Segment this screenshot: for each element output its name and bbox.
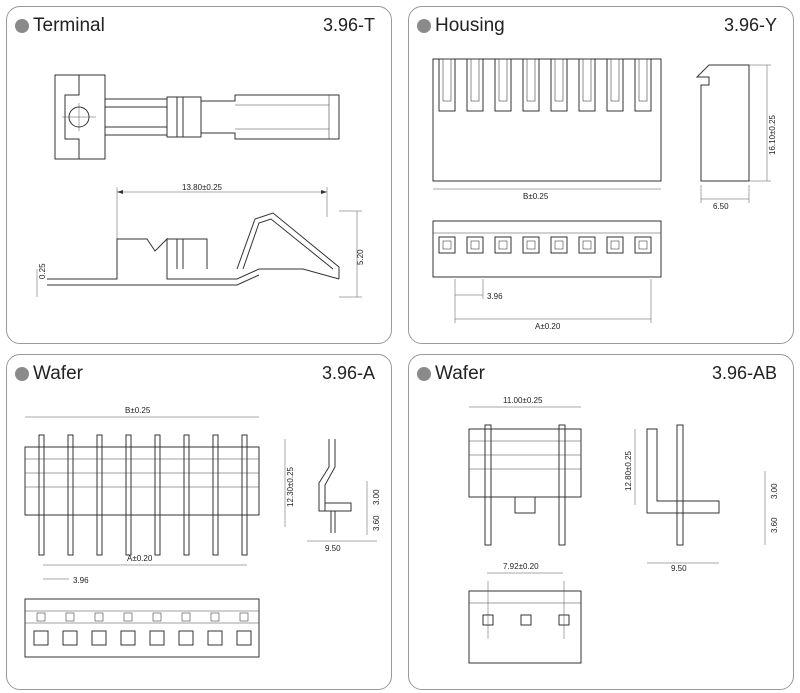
- wafer-a-h2-label: 3.60: [372, 515, 381, 531]
- wafer-a-pin: [241, 434, 248, 556]
- housing-height-label: 16.10±0.25: [768, 114, 777, 155]
- wafer-a-a-label: A±0.20: [127, 554, 153, 563]
- terminal-thickness-label: 0.25: [38, 263, 47, 279]
- wafer-ab-front-view: [468, 424, 582, 546]
- wafer-a-cell: [236, 630, 252, 646]
- terminal-panel: Terminal 3.96-T: [6, 6, 392, 344]
- terminal-side-view: 13.80±0.25 5.20 0.25: [36, 183, 365, 298]
- housing-slot: [550, 58, 568, 112]
- wafer-a-pin: [212, 434, 219, 556]
- bullet-icon: [417, 19, 431, 33]
- wafer-ab-pitch-label: 7.92±0.20: [503, 562, 539, 571]
- wafer-ab-bottom-view: [468, 581, 582, 664]
- wafer-a-pin: [96, 434, 103, 556]
- housing-cavity: [634, 236, 652, 254]
- terminal-height-label: 5.20: [356, 249, 365, 265]
- housing-pitch-label: 3.96: [487, 292, 503, 301]
- wafer-a-cell: [33, 630, 49, 646]
- housing-cavity: [438, 236, 456, 254]
- wafer-a-pin-hole: [181, 612, 191, 622]
- housing-slot: [522, 58, 540, 112]
- wafer-a-front-view: [24, 434, 260, 556]
- wafer-ab-title: Wafer: [435, 363, 485, 384]
- wafer-a-pin: [125, 434, 132, 556]
- wafer-ab-depth-label: 9.50: [671, 564, 687, 573]
- wafer-ab-panel: Wafer 3.96-AB 11.00±0.25 12.80±0.25 3.00…: [408, 354, 794, 690]
- wafer-a-pin: [183, 434, 190, 556]
- wafer-ab-height-label: 12.80±0.25: [624, 450, 633, 491]
- housing-cavity: [494, 236, 512, 254]
- bullet-icon: [417, 367, 431, 381]
- wafer-ab-h1-label: 3.00: [770, 483, 779, 499]
- wafer-a-pitch-label: 3.96: [73, 576, 89, 585]
- terminal-code: 3.96-T: [322, 15, 375, 35]
- wafer-a-drawing: B±0.25 12.30±0.25 3.00 3.60 9.50 A±0.20 …: [24, 406, 381, 658]
- wafer-ab-h2-label: 3.60: [770, 517, 779, 533]
- housing-side-view: 16.10±0.25 6.50: [695, 64, 777, 211]
- wafer-a-side-view: 12.30±0.25 3.00 3.60 9.50: [284, 439, 381, 553]
- housing-slot: [438, 58, 456, 112]
- wafer-ab-header: Wafer 3.96-AB: [409, 355, 793, 395]
- wafer-ab-drawing: 11.00±0.25 12.80±0.25 3.00 3.60 9.50 7.9…: [468, 396, 779, 664]
- wafer-ab-side-view: 12.80±0.25 3.00 3.60 9.50: [624, 424, 779, 573]
- housing-header: Housing 3.96-Y: [409, 7, 793, 47]
- wafer-ab-code: 3.96-AB: [711, 363, 777, 383]
- terminal-title: Terminal: [33, 15, 105, 36]
- housing-code: 3.96-Y: [723, 15, 777, 35]
- wafer-a-height-label: 12.30±0.25: [286, 466, 295, 507]
- housing-b-label: B±0.25: [523, 192, 549, 201]
- housing-slot: [466, 58, 484, 112]
- housing-cavity: [578, 236, 596, 254]
- housing-slot: [494, 58, 512, 112]
- terminal-top-view: [54, 74, 340, 160]
- wafer-a-pin-hole: [65, 612, 75, 622]
- housing-slot: [634, 58, 652, 112]
- wafer-a-pin-hole: [36, 612, 46, 622]
- wafer-a-pin-hole: [210, 612, 220, 622]
- wafer-a-cell: [62, 630, 78, 646]
- housing-front-view: [432, 58, 662, 182]
- housing-slot: [606, 58, 624, 112]
- wafer-a-h1-label: 3.00: [372, 489, 381, 505]
- wafer-a-cell: [178, 630, 194, 646]
- housing-cavity: [522, 236, 540, 254]
- wafer-ab-width-label: 11.00±0.25: [503, 396, 543, 405]
- housing-title: Housing: [435, 15, 505, 36]
- housing-depth-label: 6.50: [713, 202, 729, 211]
- wafer-a-cell: [91, 630, 107, 646]
- terminal-header: Terminal 3.96-T: [7, 7, 391, 47]
- wafer-a-pin-hole: [94, 612, 104, 622]
- wafer-a-title: Wafer: [33, 363, 83, 384]
- wafer-a-pin: [67, 434, 74, 556]
- housing-cavity: [466, 236, 484, 254]
- terminal-drawing: 13.80±0.25 5.20 0.25: [36, 74, 365, 298]
- wafer-a-panel: Wafer 3.96-A B±0.25 12.30±0.25 3.00 3.60…: [6, 354, 392, 690]
- wafer-a-header: Wafer 3.96-A: [7, 355, 391, 395]
- housing-slot: [578, 58, 596, 112]
- wafer-a-pin: [154, 434, 161, 556]
- wafer-a-pin-hole: [123, 612, 133, 622]
- housing-cavity: [550, 236, 568, 254]
- housing-panel: Housing 3.96-Y B±0.25 16.10±0.25 6.50 3.: [408, 6, 794, 344]
- wafer-a-depth-label: 9.50: [325, 544, 341, 553]
- housing-bottom-view: [432, 220, 662, 278]
- wafer-a-pin-hole: [152, 612, 162, 622]
- wafer-a-cell: [207, 630, 223, 646]
- wafer-a-cell: [149, 630, 165, 646]
- housing-a-label: A±0.20: [535, 322, 561, 331]
- bullet-icon: [15, 19, 29, 33]
- wafer-a-pin: [38, 434, 45, 556]
- wafer-a-b-label: B±0.25: [125, 406, 151, 415]
- wafer-a-cell: [120, 630, 136, 646]
- housing-cavity: [606, 236, 624, 254]
- bullet-icon: [15, 367, 29, 381]
- housing-drawing: B±0.25 16.10±0.25 6.50 3.96 A±0.20: [432, 58, 777, 331]
- wafer-a-code: 3.96-A: [321, 363, 375, 383]
- terminal-length-label: 13.80±0.25: [182, 183, 223, 192]
- wafer-a-pin-hole: [239, 612, 249, 622]
- wafer-a-bottom-view: [24, 598, 260, 658]
